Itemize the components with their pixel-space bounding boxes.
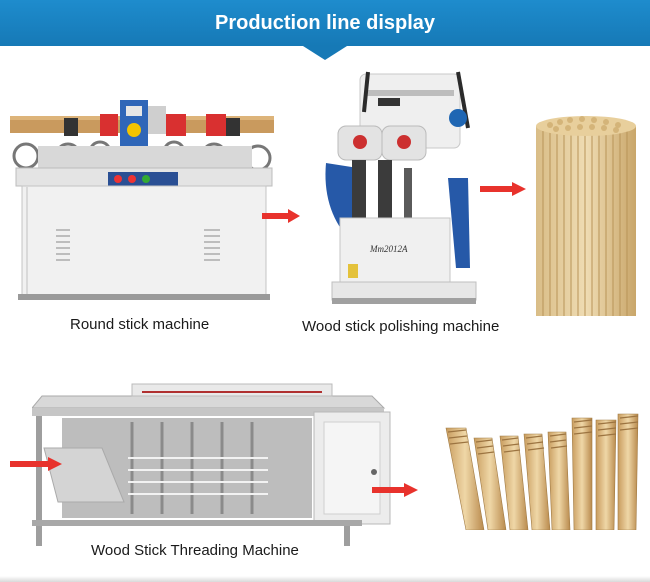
polishing-machine-image: Mm2012A bbox=[318, 68, 493, 308]
flow-arrow-icon bbox=[262, 209, 300, 223]
bottom-divider bbox=[0, 576, 650, 582]
threading-machine-caption: Wood Stick Threading Machine bbox=[91, 542, 299, 559]
page-title: Production line display bbox=[214, 12, 436, 34]
header-notch bbox=[303, 46, 347, 60]
flow-arrow-icon bbox=[480, 182, 526, 196]
flow-arrow-icon bbox=[372, 483, 418, 497]
header-banner bbox=[0, 0, 650, 46]
svg-text:Mm2012A: Mm2012A bbox=[369, 244, 408, 254]
threading-machine-image bbox=[32, 378, 392, 548]
threaded-sticks-image bbox=[440, 408, 640, 530]
round-stick-machine-image bbox=[8, 98, 280, 303]
round-stick-machine-caption: Round stick machine bbox=[70, 316, 210, 333]
polishing-machine-caption: Wood stick polishing machine bbox=[302, 318, 500, 335]
wood-stick-bundle-image bbox=[530, 112, 642, 320]
flow-arrow-icon bbox=[10, 457, 62, 471]
